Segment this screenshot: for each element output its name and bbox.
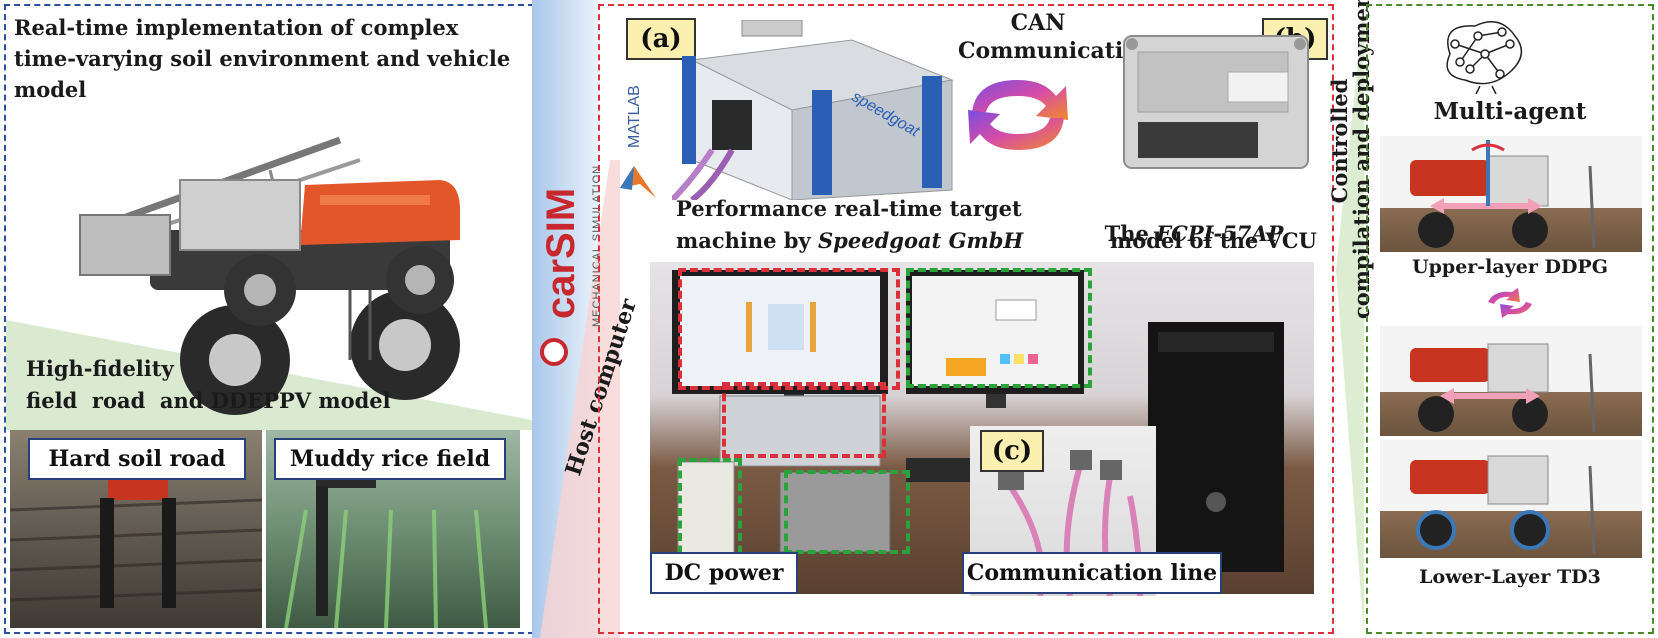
sync-arrows-icon	[968, 80, 1068, 150]
highlight-dc-power	[678, 458, 742, 566]
fidelity-line-1: High-fidelity	[26, 356, 174, 381]
lower-layer-robot-photo-2	[1380, 440, 1642, 558]
vcu-caption-line-2: model of the VCU	[1110, 228, 1317, 253]
fidelity-line-2: field road and DDEPPV model	[26, 388, 391, 413]
lower-layer-td3-label: Lower-Layer TD3	[1419, 566, 1601, 588]
carsim-logo-mark	[540, 338, 568, 366]
center-panel-border	[598, 4, 1334, 634]
upper-layer-ddpg-label: Upper-layer DDPG	[1412, 256, 1608, 278]
speedgoat-caption-line-1: Performance real-time target	[676, 196, 1022, 221]
right-wedge	[1336, 4, 1364, 634]
host-wedge	[540, 160, 620, 638]
right-panel-border	[1366, 4, 1654, 634]
lower-layer-robot-photo-1	[1380, 326, 1642, 436]
muddy-rice-field-label: Muddy rice field	[274, 438, 506, 480]
vcu-caption-model: FCPI-57AP	[1156, 221, 1284, 246]
highlight-speedgoat	[722, 382, 886, 458]
speedgoat-caption-prefix: machine by	[676, 228, 818, 253]
tag-a: (a)	[626, 18, 696, 60]
vcu-caption-prefix: The	[1104, 221, 1157, 246]
sprayer-vehicle-image	[79, 136, 460, 415]
upper-layer-robot-photo	[1380, 136, 1642, 252]
left-panel-title: Real-time implementation of complex time…	[14, 15, 511, 102]
vcu-caption-line-1: The FCPI-57AP	[1090, 196, 1284, 246]
vcu-module-image	[1123, 35, 1309, 169]
dc-power-label: DC power	[650, 552, 798, 594]
highlight-vcu	[784, 470, 910, 554]
speedgoat-caption-line-2: machine by Speedgoat GmbH	[676, 228, 1023, 253]
tag-c: (c)	[980, 430, 1044, 472]
can-label-line-1: CAN	[1010, 10, 1066, 36]
communication-line-label: Communication line	[962, 552, 1222, 594]
matlab-icon	[620, 166, 656, 198]
speedgoat-caption-company: Speedgoat GmbH	[818, 228, 1024, 253]
highlight-right-monitor	[906, 268, 1092, 388]
hard-soil-road-label: Hard soil road	[28, 438, 246, 480]
multi-agent-label: Multi-agent	[1433, 98, 1587, 125]
carsim-logo: carSIM	[539, 187, 583, 319]
speedgoat-machine-image	[672, 20, 954, 200]
highlight-left-monitor	[678, 268, 900, 390]
multi-agent-network-icon	[1446, 21, 1523, 94]
layer-sync-arrows-icon	[1488, 288, 1532, 318]
can-label-line-2: Communication	[958, 38, 1154, 64]
